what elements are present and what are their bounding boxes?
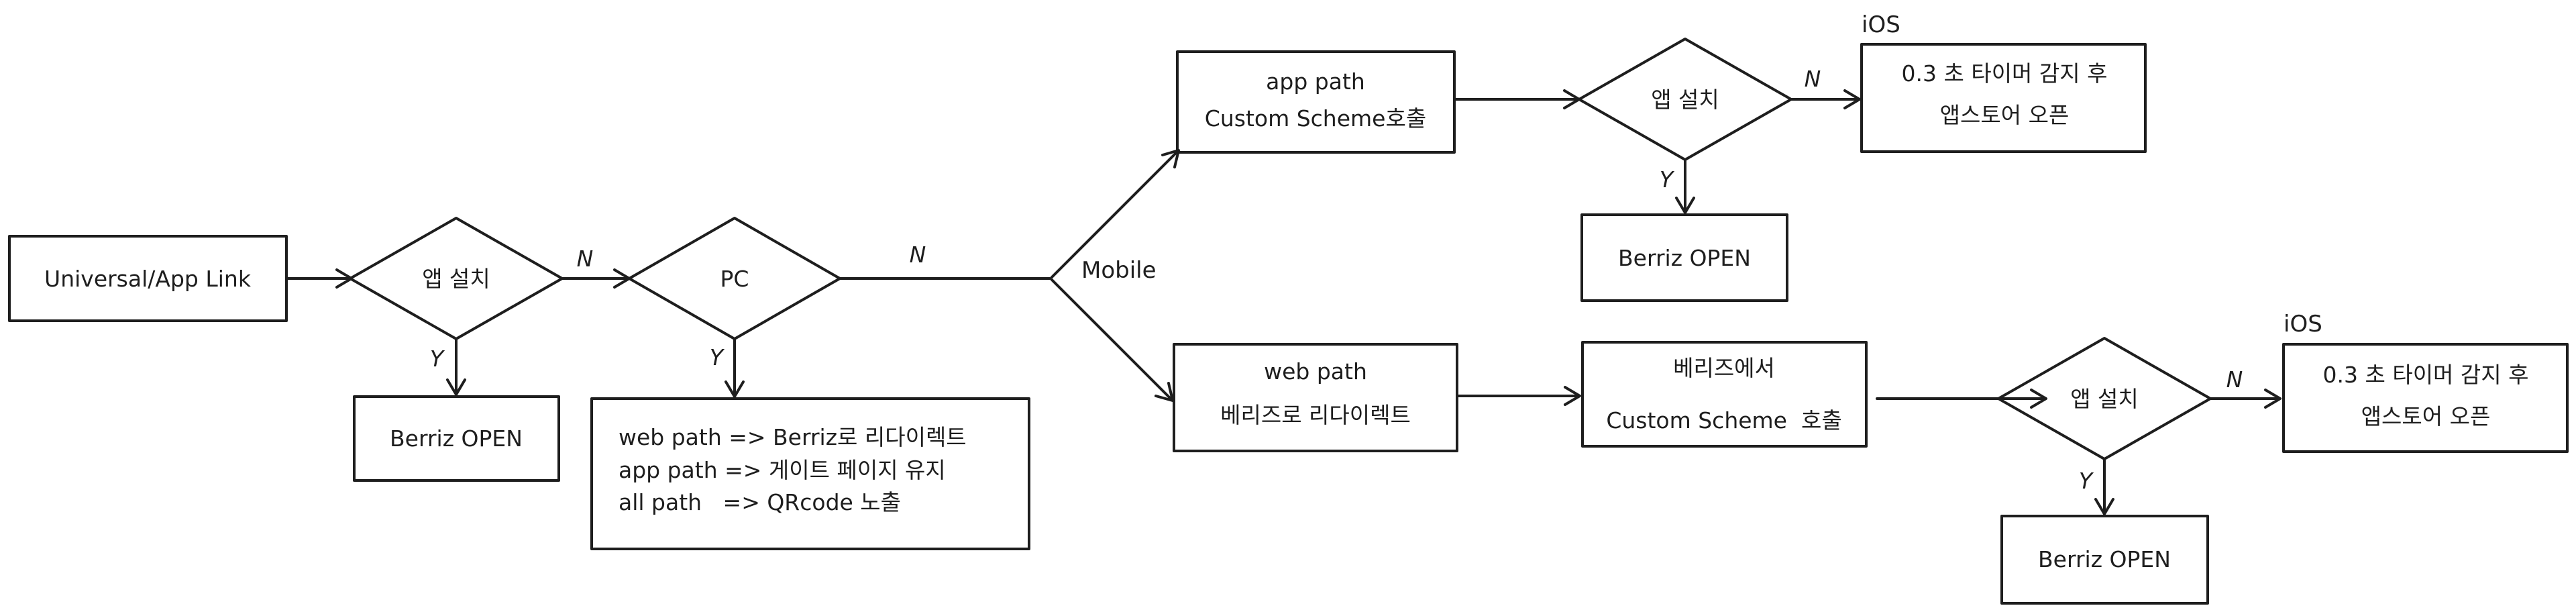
berriz-open-3: Berriz OPEN	[2000, 515, 2209, 605]
install-decision-1-label: 앱 설치	[422, 266, 490, 292]
pc-result-line-2: app path => 게이트 페이지 유지	[619, 457, 946, 483]
arrowhead	[446, 378, 466, 396]
label-ios: iOS	[2284, 311, 2322, 338]
arrowhead	[2094, 498, 2114, 515]
label-y: Y	[1660, 166, 1675, 193]
appstore-box-1-line-1: 0.3 초 타이머 감지 후	[1902, 60, 2108, 87]
appstore-box-2: 0.3 초 타이머 감지 후 앱스토어 오픈	[2282, 343, 2569, 453]
arrowhead	[2264, 389, 2282, 409]
install-decision-2-label: 앱 설치	[1651, 87, 1719, 113]
appstore-box-1-line-2: 앱스토어 오픈	[1940, 102, 2070, 128]
label-n: N	[577, 246, 594, 272]
arrowhead	[724, 380, 745, 398]
label-y: Y	[2079, 468, 2094, 494]
berriz-open-3-label: Berriz OPEN	[2038, 546, 2171, 572]
arrowhead	[1564, 386, 1581, 406]
berriz-scheme-call-line-2: Custom Scheme 호출	[1606, 407, 1841, 434]
app-path-line-2: Custom Scheme호출	[1205, 105, 1426, 132]
label-n: N	[910, 242, 926, 268]
label-n: N	[2226, 366, 2243, 393]
arrowhead	[1843, 89, 1861, 109]
edge-mobile-to-web-path	[1051, 278, 1173, 401]
install-decision-2: 앱 설치	[1578, 38, 1792, 161]
pc-result-line-1: web path => Berriz로 리다이렉트	[619, 424, 967, 450]
pc-decision-label: PC	[720, 266, 749, 292]
appstore-box-2-line-1: 0.3 초 타이머 감지 후	[2323, 362, 2529, 388]
web-path-box: web path 베리즈로 리다이렉트	[1173, 343, 1458, 452]
pc-decision: PC	[628, 217, 841, 340]
arrowhead	[2030, 389, 2047, 409]
app-path-line-1: app path	[1266, 68, 1365, 95]
appstore-box-2-line-2: 앱스토어 오픈	[2361, 403, 2491, 429]
label-mobile: Mobile	[1081, 257, 1157, 284]
label-n: N	[1805, 66, 1821, 92]
web-path-line-2: 베리즈로 리다이렉트	[1220, 402, 1411, 428]
label-ios: iOS	[1862, 11, 1900, 38]
edge-labels: N Y N Y Mobile N Y iOS N Y iOS	[430, 11, 2322, 494]
arrowhead	[1675, 197, 1695, 214]
pc-result-line-3: all path => QRcode 노출	[619, 489, 901, 515]
install-decision-3: 앱 설치	[1997, 337, 2212, 460]
start-node: Universal/App Link	[8, 235, 288, 322]
label-y: Y	[430, 346, 445, 372]
berriz-open-2-label: Berriz OPEN	[1618, 245, 1751, 271]
start-node-label: Universal/App Link	[44, 266, 252, 292]
web-path-line-1: web path	[1264, 358, 1367, 385]
edge-mobile-to-app-path	[1051, 150, 1179, 278]
pc-result-box: web path => Berriz로 리다이렉트 app path => 게이…	[590, 397, 1030, 550]
install-decision-3-label: 앱 설치	[2070, 386, 2139, 412]
berriz-open-1: Berriz OPEN	[353, 395, 560, 482]
berriz-open-2: Berriz OPEN	[1580, 213, 1788, 302]
label-y: Y	[710, 344, 725, 370]
appstore-box-1: 0.3 초 타이머 감지 후 앱스토어 오픈	[1860, 43, 2147, 153]
install-decision-1: 앱 설치	[349, 217, 564, 340]
berriz-scheme-call-box: 베리즈에서 Custom Scheme 호출	[1581, 341, 1868, 448]
berriz-open-1-label: Berriz OPEN	[390, 425, 523, 452]
berriz-scheme-call-line-1: 베리즈에서	[1673, 355, 1775, 381]
app-path-box: app path Custom Scheme호출	[1176, 50, 1456, 154]
